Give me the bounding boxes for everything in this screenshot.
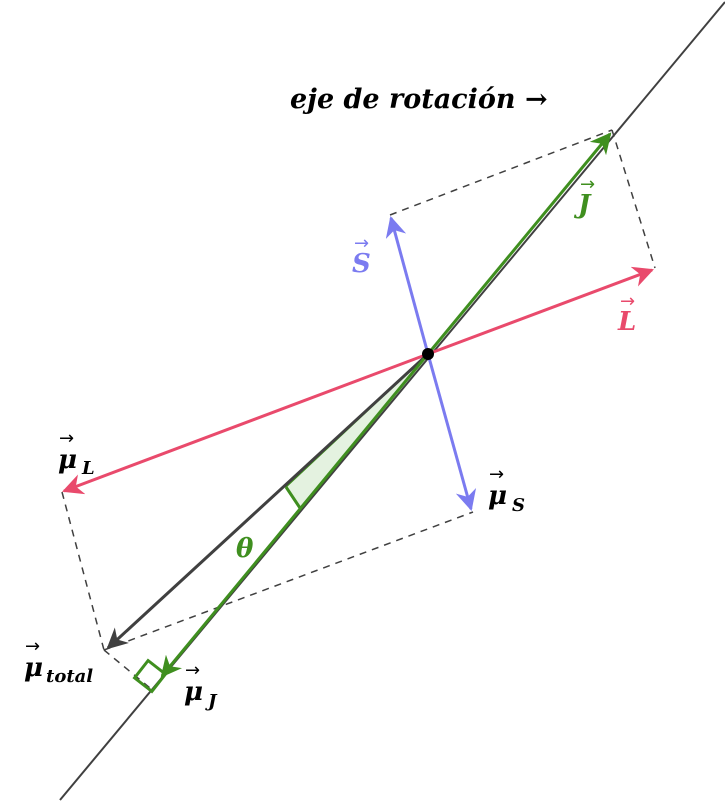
svg-text:S: S bbox=[512, 495, 525, 516]
svg-text:μ: μ bbox=[184, 677, 203, 707]
vector-mu-L bbox=[62, 352, 429, 495]
svg-text:L: L bbox=[617, 307, 636, 337]
label-mu-L: μ L → bbox=[58, 428, 95, 479]
axis-label: eje de rotación → bbox=[290, 84, 548, 115]
svg-text:total: total bbox=[46, 666, 93, 687]
svg-text:L: L bbox=[81, 458, 95, 479]
dashed-construction-lines bbox=[61, 129, 656, 689]
svg-text:→: → bbox=[489, 464, 504, 485]
svg-text:→: → bbox=[620, 291, 635, 312]
vector-mu-S bbox=[426, 353, 477, 512]
vector-mu-J bbox=[160, 353, 430, 678]
angle-theta-label: θ bbox=[236, 534, 254, 564]
svg-text:S: S bbox=[352, 249, 371, 279]
svg-text:J: J bbox=[573, 190, 592, 220]
origin-point bbox=[422, 348, 434, 360]
label-L: L → bbox=[617, 291, 636, 337]
svg-text:μ: μ bbox=[488, 481, 507, 511]
vector-S bbox=[385, 215, 430, 355]
vector-J bbox=[426, 132, 612, 355]
label-J: J → bbox=[573, 174, 595, 220]
svg-text:→: → bbox=[354, 233, 369, 254]
label-mu-S: μ S → bbox=[488, 464, 525, 516]
svg-text:→: → bbox=[25, 636, 40, 657]
vector-L bbox=[427, 266, 654, 356]
angle-theta-arc bbox=[284, 486, 302, 509]
svg-text:→: → bbox=[185, 660, 200, 681]
vector-mu-total bbox=[106, 352, 430, 650]
label-mu-J: μ J → bbox=[184, 660, 218, 712]
right-angle-marker bbox=[132, 658, 168, 694]
label-mu-total: μ total → bbox=[24, 636, 93, 687]
svg-text:μ: μ bbox=[24, 653, 43, 683]
label-S: S → bbox=[352, 233, 371, 279]
svg-text:→: → bbox=[580, 174, 595, 195]
svg-text:→: → bbox=[59, 428, 74, 449]
svg-text:J: J bbox=[205, 691, 218, 712]
svg-text:μ: μ bbox=[58, 445, 77, 475]
angle-theta-wedge bbox=[285, 353, 429, 510]
